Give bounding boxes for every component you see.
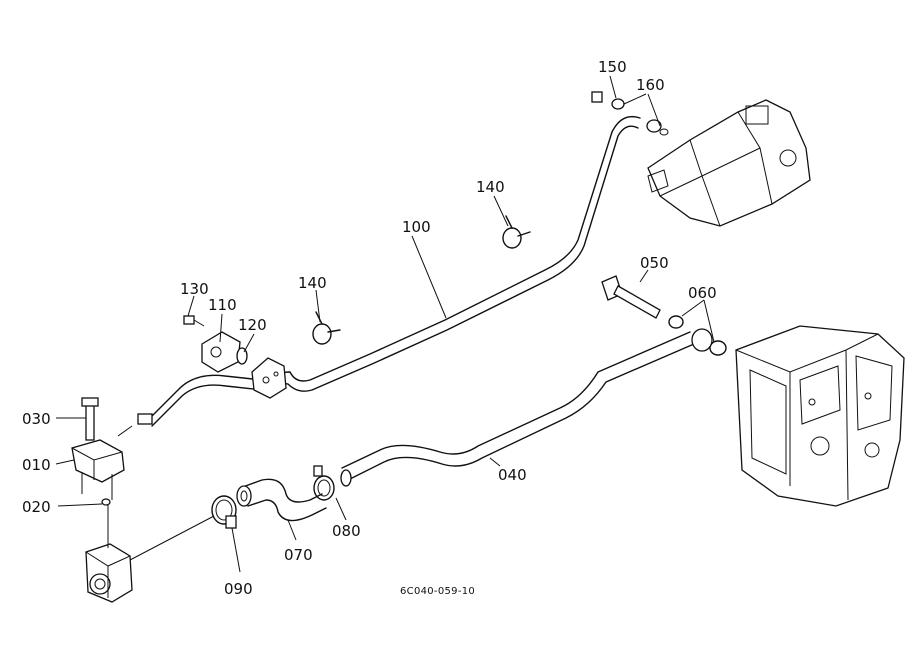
label-140-left: 140 bbox=[298, 274, 327, 292]
hose-070 bbox=[236, 478, 327, 522]
label-110: 110 bbox=[208, 296, 237, 314]
label-030: 030 bbox=[22, 410, 51, 428]
clip-140-right bbox=[502, 215, 531, 249]
label-010: 010 bbox=[22, 456, 51, 474]
label-150: 150 bbox=[598, 58, 627, 76]
upper-housing bbox=[647, 99, 811, 227]
pump-housing bbox=[85, 504, 215, 603]
transmission-case bbox=[735, 325, 905, 507]
bolt-050 bbox=[601, 275, 727, 356]
pipe-fitting bbox=[117, 413, 153, 437]
label-090: 090 bbox=[224, 580, 253, 598]
label-100: 100 bbox=[402, 218, 431, 236]
tube-040 bbox=[341, 331, 695, 481]
pump-010 bbox=[71, 397, 125, 506]
clamp-080 bbox=[313, 465, 352, 501]
clip-140-left bbox=[312, 311, 341, 345]
drawing-code: 6C040-059-10 bbox=[400, 586, 475, 597]
joint-block bbox=[251, 357, 287, 399]
clamp-090 bbox=[211, 495, 237, 529]
leader-lines bbox=[55, 75, 715, 573]
label-140-right: 140 bbox=[476, 178, 505, 196]
label-130: 130 bbox=[180, 280, 209, 298]
fitting-150 bbox=[591, 91, 669, 136]
label-020: 020 bbox=[22, 498, 51, 516]
pipe-100 bbox=[149, 115, 641, 427]
label-120: 120 bbox=[238, 316, 267, 334]
label-040: 040 bbox=[498, 466, 527, 484]
label-080: 080 bbox=[332, 522, 361, 540]
label-050: 050 bbox=[640, 254, 669, 272]
label-160: 160 bbox=[636, 76, 665, 94]
label-060: 060 bbox=[688, 284, 717, 302]
flange-110 bbox=[183, 315, 248, 373]
label-070: 070 bbox=[284, 546, 313, 564]
